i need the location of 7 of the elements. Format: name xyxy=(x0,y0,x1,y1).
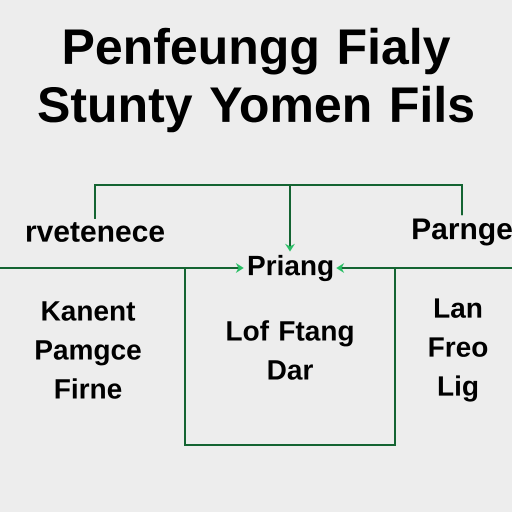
node-label: Lof Ftang Dar xyxy=(227,320,353,380)
node-label: Kanent Pamgce Firne xyxy=(36,301,141,399)
node-label: rvetenece xyxy=(26,222,164,242)
title: Penfeungg Fialy Stunty Yomen Fils xyxy=(38,28,473,132)
node-label: Priang xyxy=(248,254,332,282)
node-label: Parnge xyxy=(413,218,512,246)
node-label: Lan Freo Lig xyxy=(430,298,488,402)
